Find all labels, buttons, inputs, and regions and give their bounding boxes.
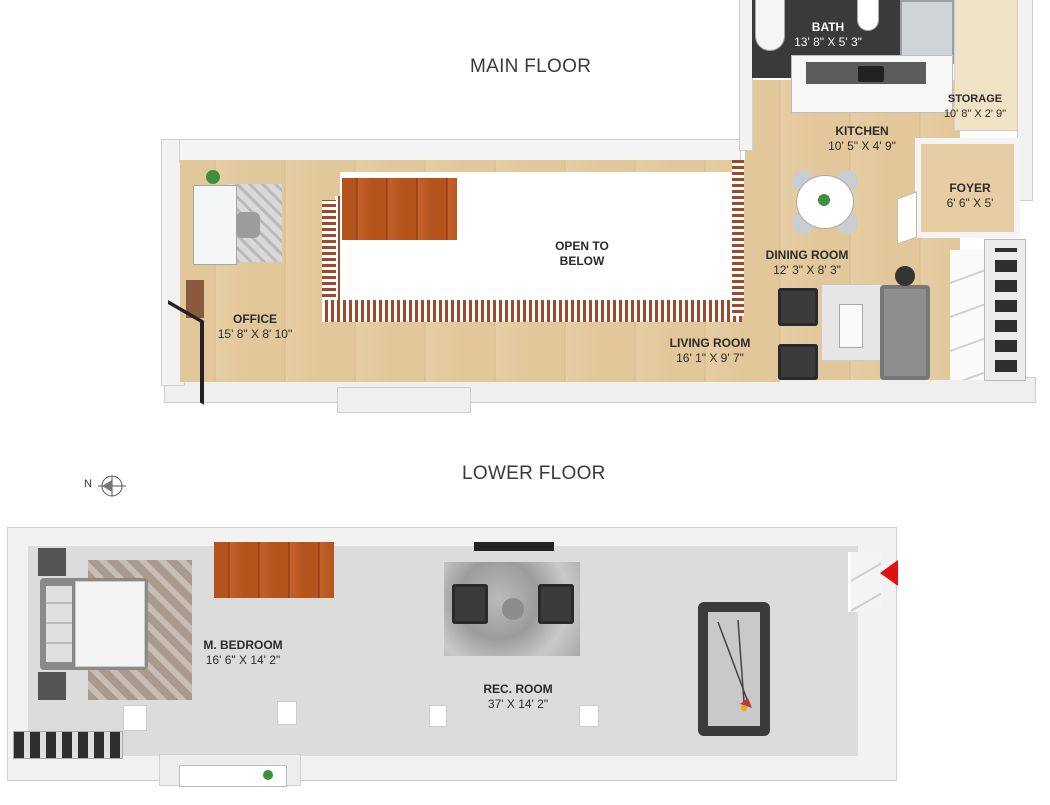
office-dims: 15' 8" X 8' 10" bbox=[217, 327, 293, 341]
office-label: OFFICE 15' 8" X 8' 10" bbox=[205, 312, 305, 342]
bath-sink bbox=[756, 0, 784, 50]
closet-doors bbox=[950, 250, 984, 380]
storage-name: STORAGE bbox=[947, 93, 1003, 105]
bedroom-name: M. BEDROOM bbox=[203, 638, 283, 652]
office-name: OFFICE bbox=[233, 312, 277, 326]
compass-circle bbox=[98, 475, 126, 497]
dining-dims: 12' 3" X 8' 3" bbox=[773, 263, 841, 277]
lower-floor-plan: M. BEDROOM 16' 6" X 14' 2" REC. ROOM 37'… bbox=[0, 520, 1050, 805]
main-floor-north-wall bbox=[180, 140, 740, 162]
kitchen-name: KITCHEN bbox=[835, 124, 889, 138]
foyer-walls bbox=[915, 138, 1020, 238]
dining-label: DINING ROOM 12' 3" X 8' 3" bbox=[752, 248, 862, 278]
plant-icon bbox=[206, 170, 220, 184]
open-name2: BELOW bbox=[559, 254, 605, 268]
column bbox=[430, 706, 446, 726]
shoe-rack bbox=[14, 732, 122, 758]
office-chair bbox=[236, 212, 260, 238]
living-label: LIVING ROOM 16' 1" X 9' 7" bbox=[655, 336, 765, 366]
compass-letter: N bbox=[84, 478, 92, 490]
storage-label: STORAGE 10' 8" X 2' 9" bbox=[930, 92, 1020, 122]
office-desk bbox=[194, 186, 236, 264]
foyer-door bbox=[898, 192, 916, 244]
foyer-name: FOYER bbox=[949, 181, 991, 195]
armchair bbox=[778, 288, 818, 326]
entry-marker-icon bbox=[880, 560, 898, 586]
railing-south bbox=[322, 300, 742, 322]
main-floor-west-wall bbox=[162, 140, 184, 385]
main-floor-title: MAIN FLOOR bbox=[470, 56, 592, 77]
kitchen-dims: 10' 5" X 4' 9" bbox=[828, 139, 896, 153]
storage-dims: 10' 8" X 2' 9" bbox=[943, 108, 1007, 120]
sofa bbox=[880, 285, 930, 380]
toilet-icon bbox=[858, 0, 878, 30]
coats bbox=[995, 248, 1017, 372]
railing-east bbox=[732, 160, 744, 316]
pool-cues bbox=[717, 619, 752, 711]
lounge-chair bbox=[538, 584, 574, 624]
main-floor-plan: BATH 13' 8" X 5' 3" KITCHEN 10' 5" X 4' … bbox=[162, 0, 1035, 412]
column bbox=[278, 702, 296, 724]
bedroom-label: M. BEDROOM 16' 6" X 14' 2" bbox=[188, 638, 298, 668]
stove-icon bbox=[858, 66, 884, 82]
bath-dims: 13' 8" X 5' 3" bbox=[794, 35, 862, 49]
office-bench bbox=[186, 280, 204, 318]
rec-dims: 37' X 14' 2" bbox=[487, 697, 549, 711]
side-table bbox=[895, 266, 915, 286]
hall-shelf bbox=[180, 766, 286, 786]
nightstand bbox=[38, 548, 66, 576]
lower-entry-door bbox=[848, 552, 881, 612]
railing-west bbox=[322, 200, 336, 312]
window-bay bbox=[338, 388, 470, 412]
railing-north bbox=[335, 196, 341, 314]
kitchen-label: KITCHEN 10' 5" X 4' 9" bbox=[812, 124, 912, 154]
foyer-label: FOYER 6' 6" X 5' bbox=[930, 181, 1010, 211]
compass-north-icon: N bbox=[84, 472, 132, 500]
lower-stairs bbox=[214, 542, 334, 598]
open-to-below-label: OPEN TO BELOW bbox=[532, 239, 632, 269]
storage-closet bbox=[955, 0, 1017, 130]
column bbox=[580, 706, 598, 726]
pillows bbox=[46, 586, 72, 662]
bath-label: BATH 13' 8" X 5' 3" bbox=[788, 20, 868, 50]
coffee-table bbox=[840, 305, 862, 347]
armchair bbox=[778, 344, 818, 380]
rec-room-label: REC. ROOM 37' X 14' 2" bbox=[468, 682, 568, 712]
tv bbox=[474, 542, 554, 551]
bath-name: BATH bbox=[811, 20, 845, 34]
bath-tub bbox=[900, 0, 954, 64]
plant-icon bbox=[818, 194, 830, 206]
round-side-table bbox=[502, 598, 524, 620]
main-stairs bbox=[342, 178, 457, 240]
plant-icon bbox=[263, 770, 273, 780]
main-floor-south-wall bbox=[165, 378, 1035, 402]
bedroom-dims: 16' 6" X 14' 2" bbox=[205, 653, 281, 667]
rec-name: REC. ROOM bbox=[483, 682, 553, 696]
column bbox=[124, 706, 146, 730]
living-dims: 16' 1" X 9' 7" bbox=[676, 351, 744, 365]
living-name: LIVING ROOM bbox=[669, 336, 751, 350]
lower-floor-title: LOWER FLOOR bbox=[462, 463, 606, 484]
open-name: OPEN TO bbox=[555, 239, 609, 253]
nightstand bbox=[38, 672, 66, 700]
bed-sheets bbox=[76, 582, 144, 666]
foyer-dims: 6' 6" X 5' bbox=[946, 196, 994, 210]
dining-name: DINING ROOM bbox=[765, 248, 849, 262]
east-upper-wall bbox=[740, 0, 752, 150]
lounge-chair bbox=[452, 584, 488, 624]
east-outer-wall bbox=[1018, 0, 1032, 200]
